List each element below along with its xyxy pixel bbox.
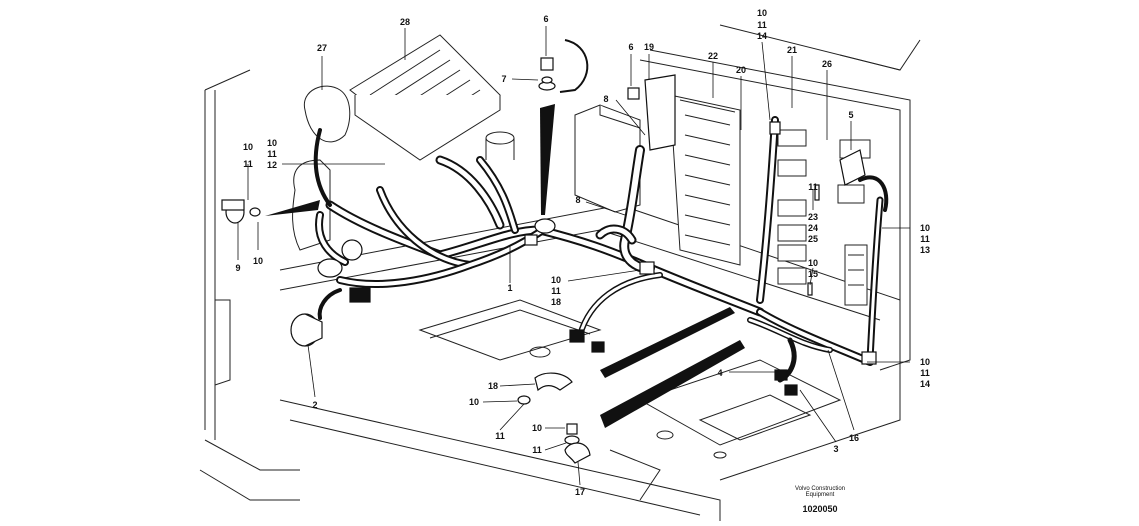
callout-4: 4 <box>717 368 722 378</box>
ecu-module <box>574 104 641 213</box>
callout-11e: 11 <box>920 234 930 244</box>
callout-10j: 10 <box>532 423 542 433</box>
main-harness <box>313 116 889 383</box>
brand-line-2: Equipment <box>805 492 835 499</box>
callout-24: 24 <box>808 223 818 233</box>
callout-11d: 11 <box>551 286 561 296</box>
callout-21: 21 <box>787 45 797 55</box>
callout-19: 19 <box>644 42 654 52</box>
callout-18b: 18 <box>488 381 498 391</box>
callout-20: 20 <box>736 65 746 75</box>
callout-11a: 11 <box>267 149 277 159</box>
callout-10e: 10 <box>551 275 561 285</box>
leader-lines <box>237 26 910 486</box>
callout-23: 23 <box>808 212 818 222</box>
callout-10h: 10 <box>920 357 930 367</box>
callout-5: 5 <box>848 110 853 120</box>
pointer-wedges <box>265 104 745 428</box>
callout-6b: 6 <box>628 42 633 52</box>
callout-25: 25 <box>808 234 818 244</box>
callout-3: 3 <box>833 444 838 454</box>
callout-2: 2 <box>312 400 317 410</box>
callout-11b: 11 <box>243 159 253 169</box>
callout-11c: 11 <box>757 20 767 30</box>
callout-11g: 11 <box>495 431 505 441</box>
callout-27: 27 <box>317 43 327 53</box>
drawing-footer: Volvo Construction Equipment 1020050 <box>780 486 860 514</box>
callout-8a: 8 <box>603 94 608 104</box>
callout-28: 28 <box>400 17 410 27</box>
frame-structure <box>199 24 921 521</box>
callout-11i: 11 <box>808 182 818 192</box>
callout-10c: 10 <box>253 256 263 266</box>
callout-18a: 18 <box>551 297 561 307</box>
control-unit-box <box>669 94 741 266</box>
callout-26: 26 <box>822 59 832 69</box>
callout-12: 12 <box>267 160 277 170</box>
callout-10i: 10 <box>469 397 479 407</box>
callout-10a: 10 <box>267 138 277 148</box>
callout-11h: 11 <box>532 445 542 455</box>
callout-14a: 14 <box>757 31 767 41</box>
callout-15: 15 <box>808 269 818 279</box>
callout-14b: 14 <box>920 379 930 389</box>
callout-11f: 11 <box>920 368 930 378</box>
callout-10g: 10 <box>920 223 930 233</box>
fuse-box <box>349 34 501 161</box>
callout-8b: 8 <box>575 195 580 205</box>
callout-labels: 1 2 3 4 5 6 6 7 8 8 9 10 10 10 10 10 10 … <box>235 8 930 497</box>
callout-10d: 10 <box>757 8 767 18</box>
callout-22: 22 <box>708 51 718 61</box>
callout-1: 1 <box>507 283 512 293</box>
callout-10b: 10 <box>243 142 253 152</box>
callout-6a: 6 <box>543 14 548 24</box>
relay-panel <box>777 129 871 306</box>
callout-13: 13 <box>920 245 930 255</box>
connectors <box>317 121 877 396</box>
callout-17: 17 <box>575 487 585 497</box>
brand-line-1: Volvo Construction <box>794 486 846 492</box>
callout-16: 16 <box>849 433 859 443</box>
loose-parts <box>221 39 866 464</box>
callout-9: 9 <box>235 263 240 273</box>
drawing-number: 1020050 <box>802 503 838 514</box>
callout-7: 7 <box>501 74 506 84</box>
callout-10f: 10 <box>808 258 818 268</box>
